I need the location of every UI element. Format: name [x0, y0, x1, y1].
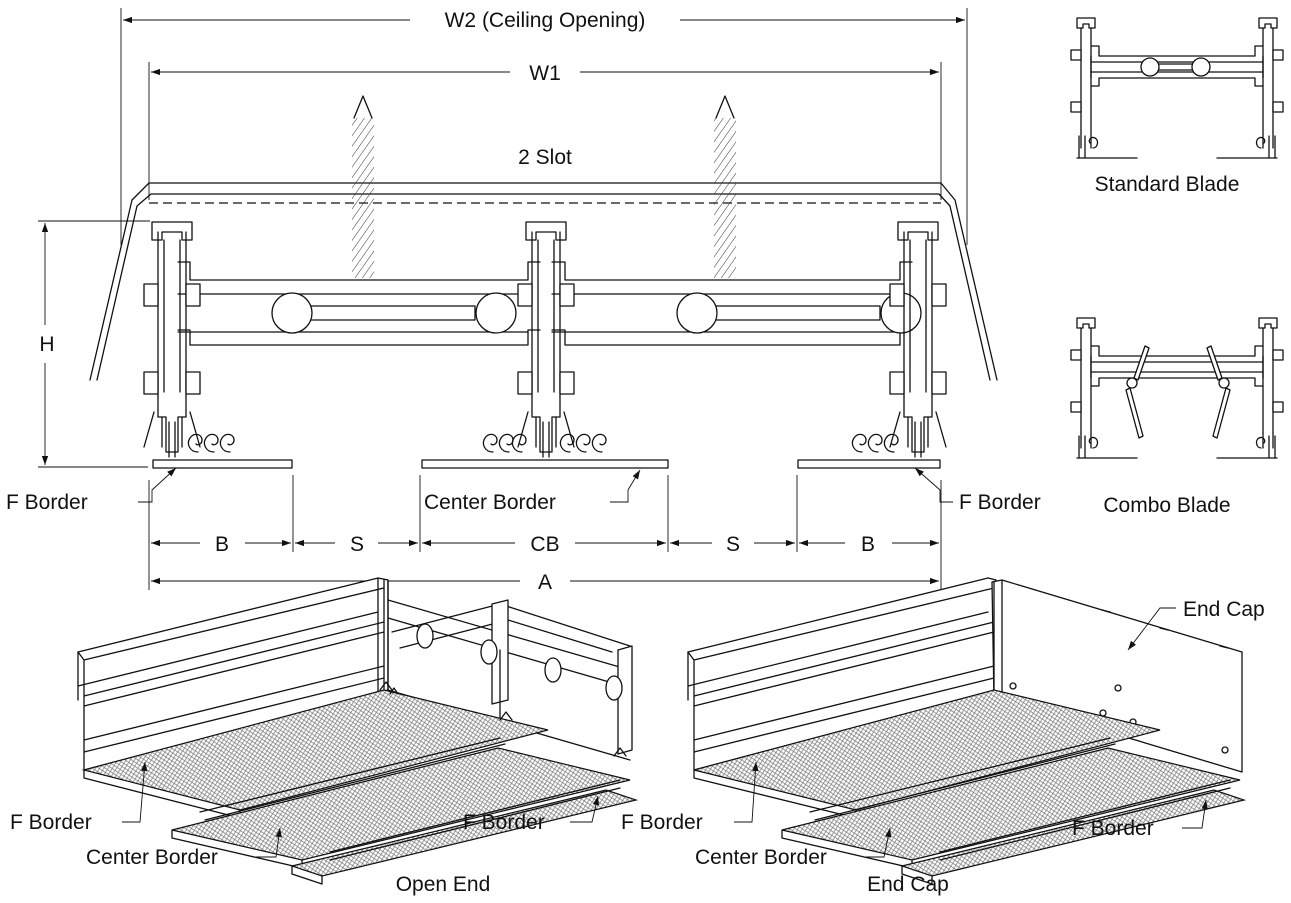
callout-f-border-left: F Border [6, 467, 177, 514]
end-cap-f-border-left-label: F Border [621, 811, 703, 834]
open-end-view [77, 577, 639, 885]
combo-blade-label: Combo Blade [1103, 494, 1230, 517]
open-end-center-border-label: Center Border [86, 846, 218, 869]
f-border-left-profile [143, 221, 201, 458]
center-border-label: Center Border [424, 491, 556, 514]
b-left-label: B [215, 533, 229, 556]
section-view [89, 95, 998, 469]
open-end-caption: Open End [396, 873, 491, 896]
end-cap-center-border-label: Center Border [695, 846, 827, 869]
hanger-rod-right [714, 95, 736, 278]
a-label: A [538, 571, 552, 594]
b-right-label: B [861, 533, 875, 556]
standard-blade-drawing [1070, 17, 1284, 159]
w1-label: W1 [529, 62, 561, 85]
open-end-f-border-right-label: F Border [463, 811, 545, 834]
blade-dumbbell-right [676, 292, 922, 334]
end-cap-f-border-right-label: F Border [1072, 817, 1154, 840]
open-end-callout-f-border-right: F Border [463, 795, 600, 834]
end-cap-label: End Cap [1183, 598, 1265, 621]
f-border-right-label: F Border [959, 491, 1041, 514]
end-cap-callout-center-border: Center Border [695, 827, 892, 869]
dimension-h: H [38, 220, 150, 468]
end-cap-callout-f-border-right: F Border [1072, 799, 1208, 840]
combo-blade-drawing [1070, 317, 1284, 459]
dimension-w1: W1 [148, 62, 942, 200]
hanger-rod-left [352, 95, 374, 278]
w2-label: W2 (Ceiling Opening) [445, 9, 646, 32]
open-end-callout-center-border: Center Border [86, 827, 282, 869]
end-cap-caption: End Cap [867, 873, 949, 896]
end-cap-callout-f-border-left: F Border [621, 761, 759, 834]
s-left-label: S [350, 533, 364, 556]
dimension-borders-slots: B S CB S B A [148, 475, 942, 594]
open-end-callout-f-border-left: F Border [10, 761, 148, 834]
slot-label: 2 Slot [518, 146, 572, 169]
f-border-right-profile [889, 221, 947, 458]
callout-f-border-right: F Border [914, 467, 1041, 514]
callout-center-border: Center Border [424, 469, 641, 514]
blade-dumbbell-left [271, 292, 517, 334]
h-label: H [39, 333, 54, 356]
f-border-left-label: F Border [6, 491, 88, 514]
s-right-label: S [726, 533, 740, 556]
cb-label: CB [530, 533, 559, 556]
dimension-w2: W2 (Ceiling Opening) [120, 8, 968, 245]
open-end-f-border-left-label: F Border [10, 811, 92, 834]
standard-blade-label: Standard Blade [1095, 173, 1240, 196]
end-cap-callout-label: End Cap [1127, 598, 1265, 651]
end-cap-view [687, 577, 1247, 885]
